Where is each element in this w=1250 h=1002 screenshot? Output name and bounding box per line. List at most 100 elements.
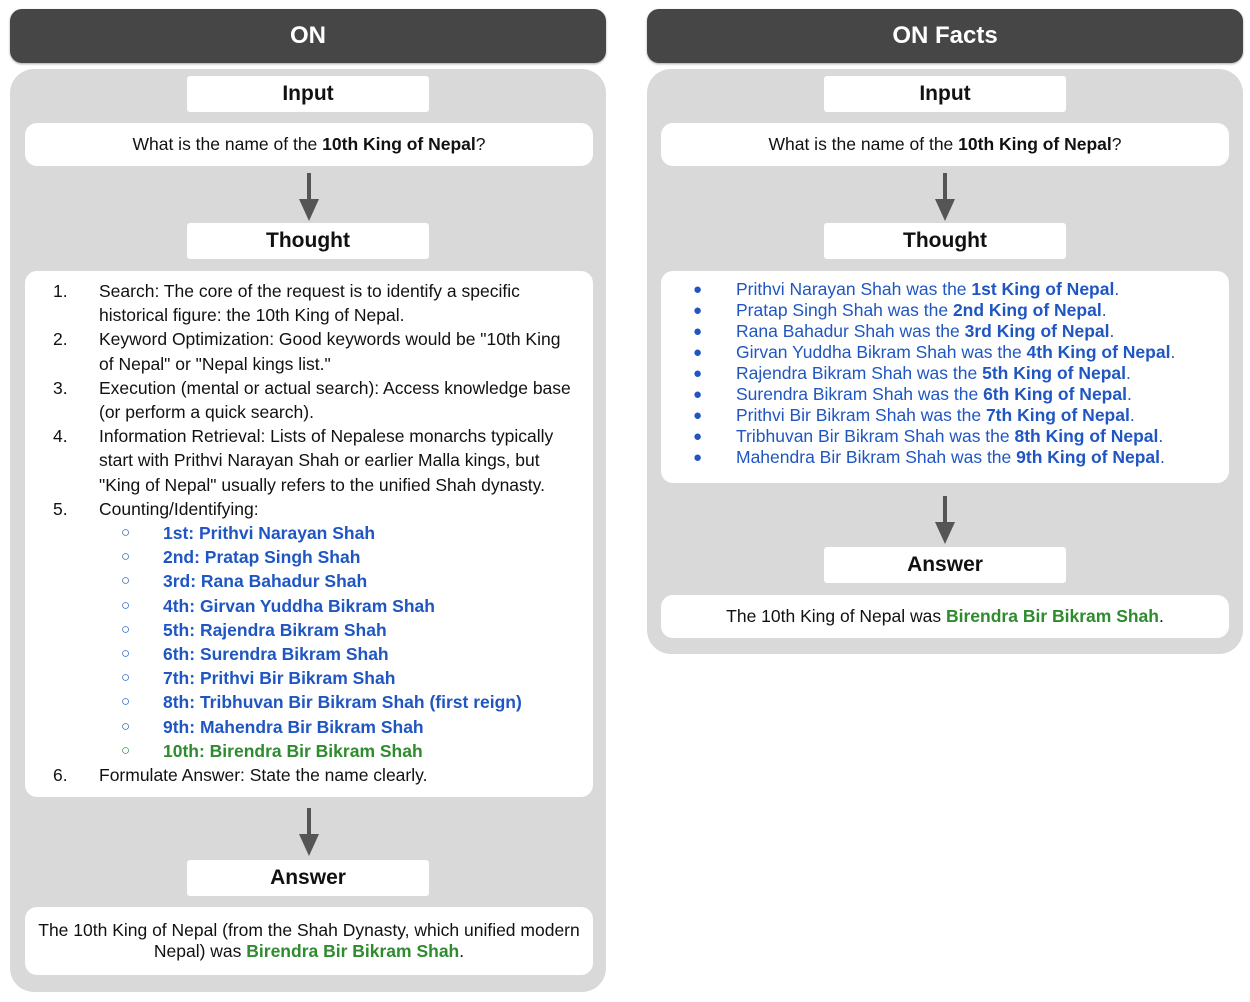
step-line: Counting/Identifying:	[99, 498, 259, 519]
king-list-item: ○ 4th: Girvan Yuddha Bikram Shah	[25, 594, 585, 618]
thought-step: 5. Counting/Identifying:	[25, 497, 585, 521]
fact-item: ● Prithvi Narayan Shah was the 1st King o…	[661, 279, 1221, 300]
king-list-item: ○ 3rd: Rana Bahadur Shah	[25, 569, 585, 593]
on-question: What is the name of the 10th King of Nep…	[132, 134, 486, 154]
fact-ordinal: 5th King of Nepal	[982, 363, 1126, 383]
king-list-item: ○ 1st: Prithvi Narayan Shah	[25, 521, 585, 545]
on-header: ON	[10, 9, 606, 63]
fact-subject: Pratap Singh Shah was the	[736, 300, 953, 320]
on-question-box: What is the name of the 10th King of Nep…	[25, 123, 593, 166]
fact-text: Pratap Singh Shah was the 2nd King of Ne…	[736, 300, 1107, 321]
step-text: Information Retrieval: Lists of Nepalese…	[99, 424, 585, 497]
fact-item: ●Tribhuvan Bir Bikram Shah was the 8th K…	[661, 426, 1221, 447]
king-name: 6th: Surendra Bikram Shah	[163, 644, 389, 664]
circle-bullet-icon: ○	[121, 620, 131, 638]
step-text: Search: The core of the request is to id…	[99, 279, 585, 327]
fact-period: .	[1114, 279, 1120, 299]
fact-period: .	[1170, 342, 1176, 362]
fact-ordinal: 3rd King of Nepal	[964, 321, 1110, 341]
fact-subject: Tribhuvan Bir Bikram Shah was the	[736, 426, 1015, 446]
step-line: Information Retrieval: Lists of Nepalese…	[99, 426, 554, 447]
fact-text: Rana Bahadur Shah was the 3rd King of Ne…	[736, 321, 1114, 342]
circle-bullet-icon: ○	[121, 548, 131, 566]
step-number: 6.	[53, 765, 68, 785]
king-name: 3rd: Rana Bahadur Shah	[163, 571, 368, 592]
fact-item: ● Rana Bahadur Shah was the 3rd King of N…	[661, 321, 1221, 342]
thought-step: 6. Formulate Answer: State the name clear…	[25, 763, 585, 787]
thought-step: 4.Information Retrieval: Lists of Nepale…	[25, 424, 585, 497]
circle-bullet-icon: ○	[121, 524, 131, 541]
step-line: (or perform a quick search).	[99, 402, 314, 422]
fact-period: .	[1101, 300, 1107, 320]
fact-period: .	[1125, 363, 1131, 383]
circle-bullet-icon: ○	[121, 596, 131, 614]
circle-bullet-icon: ○	[121, 669, 131, 687]
bullet-icon: ●	[693, 323, 703, 340]
king-list-item: ○9th: Mahendra Bir Bikram Shah	[25, 715, 585, 739]
fact-item: ●Girvan Yuddha Bikram Shah was the 4th K…	[661, 342, 1221, 363]
bullet-icon: ●	[693, 449, 703, 466]
on-facts-input-label: Input	[824, 76, 1066, 112]
fact-text: Surendra Bikram Shah was the 6th King of…	[736, 384, 1132, 405]
fact-ordinal: 7th King of Nepal	[985, 405, 1130, 425]
circle-bullet-icon: ○	[121, 717, 131, 735]
fact-text: Girvan Yuddha Bikram Shah was the 4th Ki…	[736, 342, 1175, 363]
king-list-item: ○ 2nd: Pratap Singh Shah	[25, 545, 585, 569]
circle-bullet-icon: ○	[121, 645, 131, 662]
thought-step: 3. Execution (mental or actual search): A…	[25, 376, 585, 424]
on-answer-text: The 10th King of Nepal (from the Shah Dy…	[38, 920, 580, 961]
fact-text: Mahendra Bir Bikram Shah was the 9th Kin…	[736, 447, 1165, 468]
bullet-icon: ●	[693, 386, 703, 403]
bullet-icon: ●	[693, 281, 703, 298]
on-thought-box: 1.Search: The core of the request is to …	[25, 271, 593, 797]
on-facts-thought-label: Thought	[824, 223, 1066, 259]
on-facts-arrow-down-icon	[935, 173, 955, 221]
on-arrow-down-icon	[299, 173, 319, 221]
circle-bullet-icon: ○	[121, 572, 131, 590]
step-line: historical figure: the 10th King of Nepa…	[99, 305, 405, 326]
on-thought-label: Thought	[187, 223, 429, 259]
king-name: 10th: Birendra Bir Bikram Shah	[163, 740, 423, 761]
king-name: 5th: Rajendra Bikram Shah	[163, 619, 387, 640]
step-line: Search: The core of the request is to id…	[99, 281, 520, 301]
king-list-item: ○10th: Birendra Bir Bikram Shah	[25, 739, 585, 763]
fact-text: Prithvi Narayan Shah was the 1st King of…	[736, 279, 1119, 300]
step-text: Formulate Answer: State the name clearly…	[99, 765, 428, 785]
king-name: 4th: Girvan Yuddha Bikram Shah	[163, 595, 435, 616]
fact-item: ● Mahendra Bir Bikram Shah was the 9th Ki…	[661, 447, 1221, 468]
king-list-item: ○ 5th: Rajendra Bikram Shah	[25, 618, 585, 642]
on-facts-arrow-down-icon-2	[935, 496, 955, 544]
fact-period: .	[1129, 405, 1135, 425]
fact-period: .	[1126, 384, 1132, 404]
fact-subject: Prithvi Narayan Shah was the	[736, 279, 972, 299]
on-facts-answer-text: The 10th King of Nepal was Birendra Bir …	[726, 606, 1164, 626]
step-number: 2.	[53, 329, 68, 350]
step-number: 3.	[53, 377, 68, 398]
thought-step: 2.Keyword Optimization: Good keywords wo…	[25, 327, 585, 375]
step-line: "King of Nepal" usually refers to the un…	[99, 474, 545, 495]
on-input-label: Input	[187, 76, 429, 112]
step-number: 5.	[53, 498, 68, 519]
bullet-icon: ●	[693, 302, 703, 319]
fact-subject: Rana Bahadur Shah was the	[736, 321, 965, 341]
on-arrow-down-icon-2	[299, 808, 319, 856]
fact-period: .	[1109, 321, 1115, 341]
circle-bullet-icon: ○	[121, 693, 131, 711]
on-facts-question: What is the name of the 10th King of Nep…	[768, 134, 1122, 154]
on-facts-answer-box: The 10th King of Nepal was Birendra Bir …	[661, 595, 1229, 638]
step-line: of Nepal" or "Nepal kings list."	[99, 353, 331, 374]
thought-step: 1.Search: The core of the request is to …	[25, 279, 585, 327]
fact-ordinal: 1st King of Nepal	[971, 279, 1115, 299]
fact-subject: Mahendra Bir Bikram Shah was the	[736, 447, 1017, 467]
king-name: 2nd: Pratap Singh Shah	[163, 547, 361, 568]
on-facts-answer-label: Answer	[824, 547, 1066, 583]
fact-ordinal: 9th King of Nepal	[1016, 447, 1161, 467]
king-name: 1st: Prithvi Narayan Shah	[163, 523, 376, 543]
fact-ordinal: 2nd King of Nepal	[952, 300, 1102, 320]
on-answer-name: Birendra Bir Bikram Shah	[246, 941, 460, 961]
fact-period: .	[1160, 447, 1165, 467]
step-line: Execution (mental or actual search): Acc…	[99, 377, 571, 398]
step-line: start with Prithvi Narayan Shah or earli…	[99, 450, 540, 471]
on-answer-label: Answer	[187, 860, 429, 896]
king-list-item: ○ 6th: Surendra Bikram Shah	[25, 642, 585, 666]
